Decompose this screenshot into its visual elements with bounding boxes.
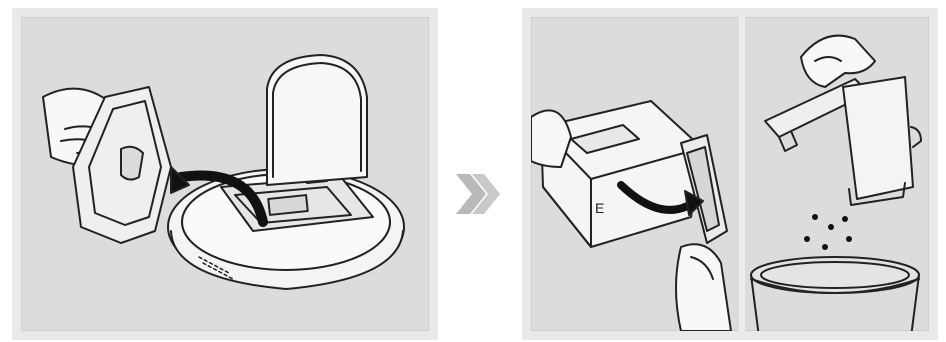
step-1-panel xyxy=(12,8,438,340)
double-chevron-right-icon xyxy=(452,168,504,220)
step-2-panel: E xyxy=(522,8,938,340)
step-2b-subpanel xyxy=(745,17,929,331)
empty-dustbin-into-trash-illustration xyxy=(745,17,929,331)
step-2a-subpanel: E xyxy=(531,17,739,331)
svg-text:E: E xyxy=(595,200,604,216)
open-dustbin-cover-illustration: E xyxy=(531,17,739,331)
open-lid-remove-dustbin-illustration xyxy=(21,17,429,331)
